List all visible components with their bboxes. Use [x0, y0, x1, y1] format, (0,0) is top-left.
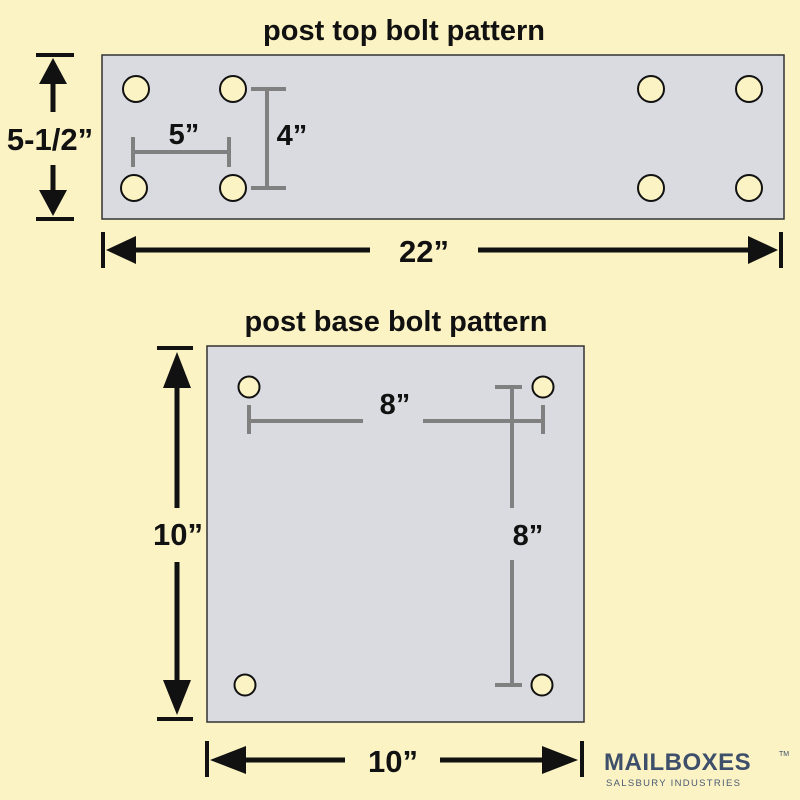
post-top-hole — [219, 75, 247, 103]
post-top-hole-spacing-h-label: 5” — [169, 119, 200, 151]
post-top-hole — [637, 174, 665, 202]
logo-wordmark: MAILBOXES — [604, 749, 751, 776]
post-top-hole-spacing-vertical: 4” — [251, 87, 308, 190]
post-base-section: post base bolt pattern 8” 8” — [153, 306, 585, 779]
post-base-hole-spacing-v-label: 8” — [513, 520, 544, 552]
post-top-width-label: 22” — [399, 234, 449, 269]
post-top-plate — [101, 54, 785, 220]
post-base-hole — [233, 673, 257, 697]
post-base-width-dimension: 10” — [205, 741, 584, 779]
post-top-width-dimension: 22” — [101, 232, 783, 269]
post-top-hole — [637, 75, 665, 103]
post-top-hole-spacing-v-label: 4” — [277, 120, 308, 152]
post-base-height-dimension: 10” — [153, 346, 203, 721]
post-base-hole-spacing-horizontal: 8” — [247, 389, 545, 434]
post-base-height-label: 10” — [153, 517, 203, 552]
post-top-hole — [120, 174, 148, 202]
post-base-hole — [531, 375, 555, 399]
post-top-hole — [219, 174, 247, 202]
logo-subtitle: SALSBURY INDUSTRIES — [606, 778, 741, 789]
post-top-hole — [122, 75, 150, 103]
post-top-section: post top bolt pattern 5” 4” — [7, 15, 785, 269]
post-base-hole — [530, 673, 554, 697]
post-top-hole — [735, 174, 763, 202]
mailboxes-logo: MAILBOXES TM SALSBURY INDUSTRIES — [604, 749, 789, 789]
post-top-hole-spacing-horizontal: 5” — [131, 119, 231, 167]
post-top-title: post top bolt pattern — [263, 15, 545, 47]
post-top-height-label: 5-1/2” — [7, 122, 93, 157]
post-base-plate — [206, 345, 585, 723]
logo-trademark: TM — [779, 751, 789, 758]
post-base-title: post base bolt pattern — [245, 306, 548, 338]
post-base-hole-spacing-h-label: 8” — [380, 389, 411, 421]
post-top-height-dimension: 5-1/2” — [7, 53, 93, 221]
post-base-hole-spacing-vertical: 8” — [495, 385, 544, 687]
post-top-hole — [735, 75, 763, 103]
post-base-width-label: 10” — [368, 744, 418, 779]
post-base-hole — [237, 375, 261, 399]
